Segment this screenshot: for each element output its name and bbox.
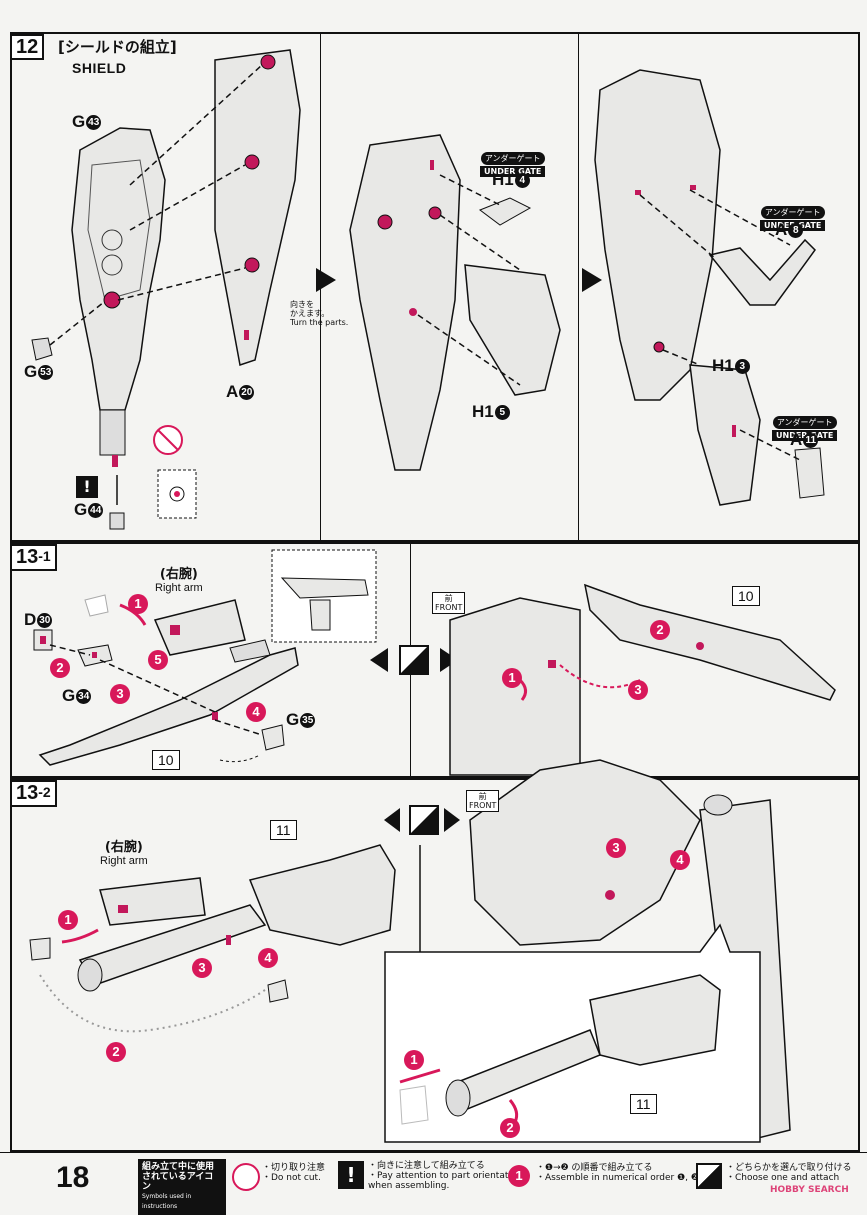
order-icon: 1 (508, 1165, 530, 1187)
part-box-11-inset: 11 (630, 1094, 657, 1114)
order-1-13-2-inset: 1 (404, 1050, 424, 1070)
order-2-13-1: 2 (50, 658, 70, 678)
order-4-13-2-right: 4 (670, 850, 690, 870)
order-1-13-1-right: 1 (502, 668, 522, 688)
order-2-13-2: 2 (106, 1042, 126, 1062)
order-3-13-2-right: 3 (606, 838, 626, 858)
part-box-10-left: 10 (152, 750, 180, 770)
bazooka-assembly-illustration (29, 759, 791, 1143)
rifle-assembly-illustration (33, 549, 836, 776)
orientation-warning-icon: ! (76, 476, 98, 498)
step-12-divider-2 (578, 32, 579, 542)
order-2-13-2-inset: 2 (500, 1118, 520, 1138)
step-13-1-panel (10, 542, 860, 778)
orientation-icon: ! (338, 1161, 364, 1189)
legend-no-cut: ・切り取り注意・Do not cut. (262, 1163, 326, 1183)
order-3-13-1: 3 (110, 684, 130, 704)
right-arm-label-13-2: (右腕)Right arm (100, 840, 148, 867)
order-2-13-1-right: 2 (650, 620, 670, 640)
step-12-number: 12 (10, 34, 45, 60)
step-13-2-number: 13-2 (10, 780, 57, 807)
order-4-13-1: 4 (246, 702, 266, 722)
page-number: 18 (56, 1161, 90, 1194)
legend-orientation: ・向きに注意して組み立てる・Pay attention to part orie… (368, 1161, 523, 1191)
step-12-title-en: SHIELD (72, 60, 127, 76)
legend-order: ・❶→❷ の順番で組み立てる・Assemble in numerical ord… (536, 1163, 708, 1183)
step-13-1-number: 13-1 (10, 544, 57, 571)
order-5-13-1: 5 (148, 650, 168, 670)
shield-assembly-illustration (31, 49, 825, 530)
step-12-title: [シールドの組立] (58, 38, 177, 56)
turn-parts-note: 向きを かえます。Turn the parts. (290, 300, 349, 327)
legend-choose: ・どちらかを選んで取り付ける・Choose one and attach (726, 1163, 852, 1183)
order-3-13-2: 3 (192, 958, 212, 978)
order-1-13-1: 1 (128, 594, 148, 614)
no-cut-icon (232, 1163, 260, 1191)
watermark: HOBBY SEARCH (770, 1185, 849, 1195)
order-3-13-1-right: 3 (628, 680, 648, 700)
part-box-11: 11 (270, 820, 297, 840)
part-box-10-right: 10 (732, 586, 760, 606)
order-4-13-2: 4 (258, 948, 278, 968)
step-13-2-panel (10, 778, 860, 1152)
step-12-panel (10, 32, 860, 542)
order-1-13-2: 1 (58, 910, 78, 930)
choose-icon (696, 1163, 722, 1189)
right-arm-label-13-1: (右腕)Right arm (155, 567, 203, 594)
